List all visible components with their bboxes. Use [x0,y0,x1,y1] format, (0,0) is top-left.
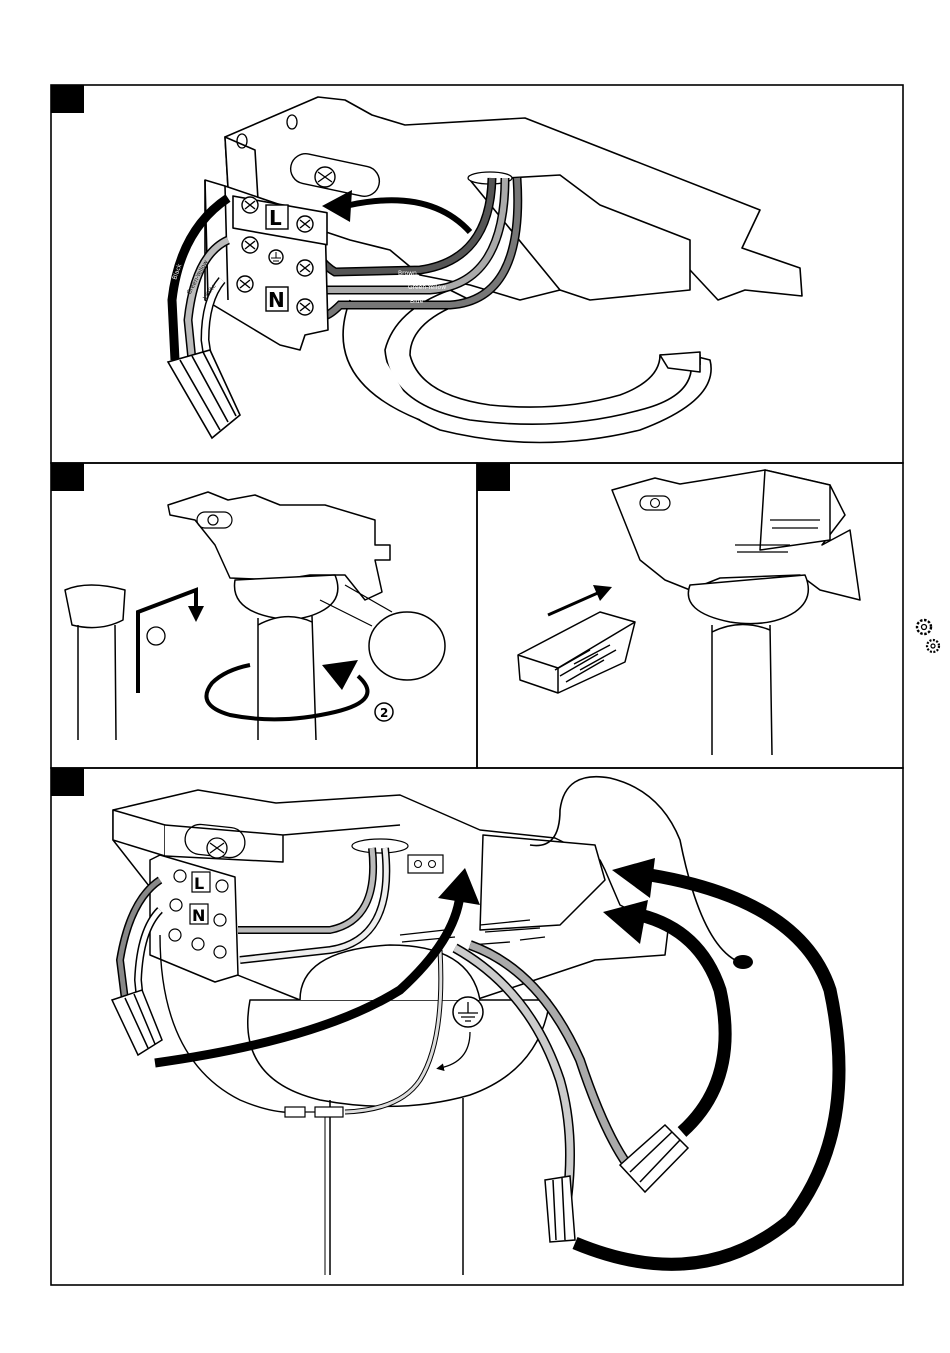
panel-4-connect-wires: L N [51,768,903,1285]
panel-1-terminal-wiring: Brown Green-Yellow Blue L N Blac [51,85,903,463]
receiver-plug-1 [545,1176,575,1242]
earth-bullet-connector-left [285,1107,305,1117]
wire-label-blue: Blue [410,298,424,305]
gears-icon [917,620,939,652]
panel-2-step-badge [51,463,84,491]
antenna-end-icon [733,955,753,969]
terminal-label-l: L [269,206,282,230]
panel-3-insert-receiver [477,463,903,768]
terminal-label-l-panel-4: L [194,874,204,893]
terminal-label-n-panel-4: N [192,906,205,925]
panel-2-canopy-rotate: 2 [51,463,477,768]
wire-label-brown: Brown [398,270,417,277]
detail-callout-circle [369,612,445,680]
panel-3-step-badge [477,463,510,491]
wire-label-green-yellow: Green-Yellow [408,284,446,291]
terminal-label-n: N [268,288,285,312]
connector-plug-1 [168,350,240,438]
receiver-plug-2 [620,1125,688,1192]
step-number-2: 2 [380,706,388,720]
earth-bullet-connector-right [315,1107,343,1117]
panel-4-step-badge [51,768,84,796]
connector-plug-2 [112,990,162,1055]
panel-1-step-badge [51,85,84,113]
receiver-module [518,612,635,693]
